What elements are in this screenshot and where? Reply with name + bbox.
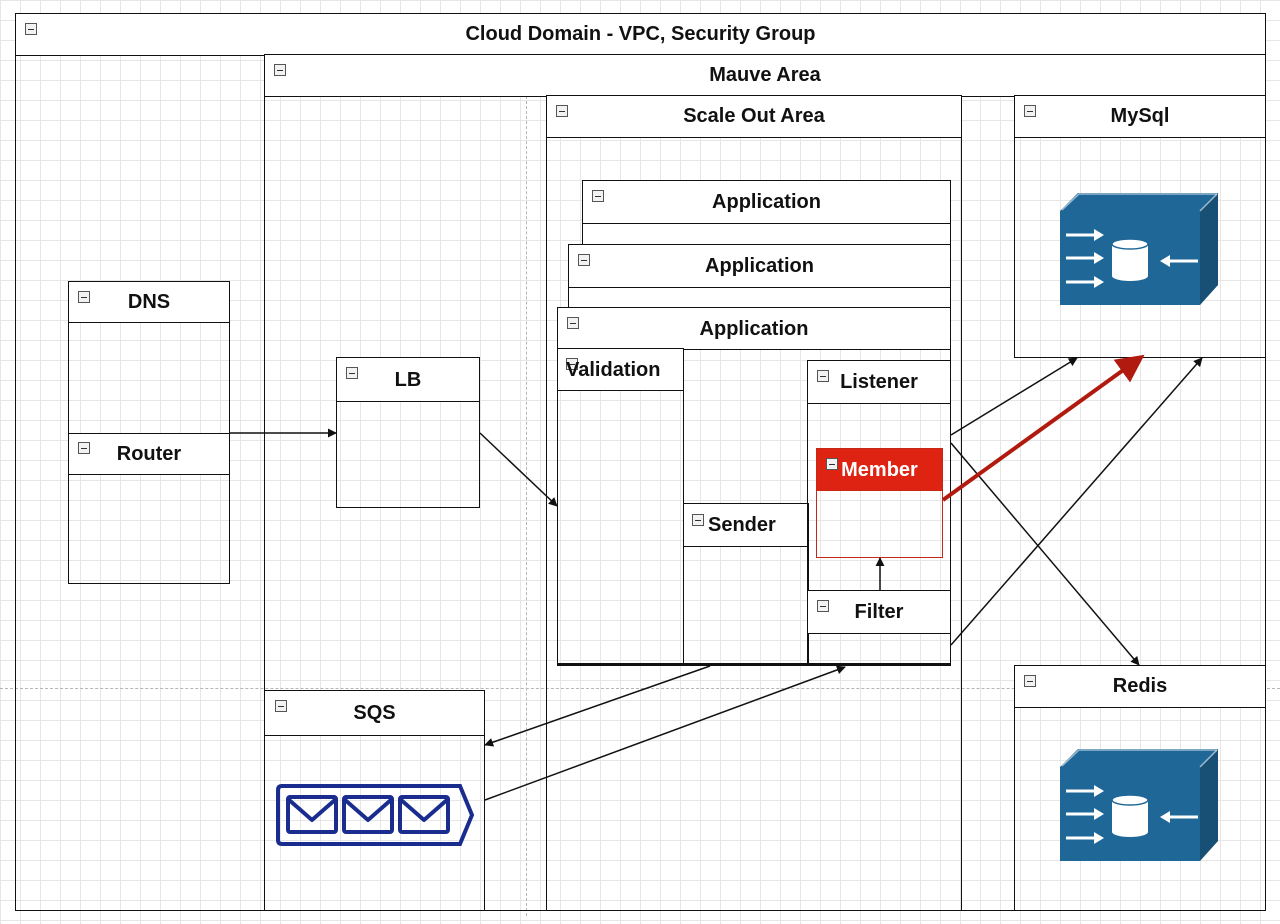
sqs-queue-icon xyxy=(276,784,475,846)
lb-container[interactable]: LB xyxy=(336,357,480,508)
lb-title: LB xyxy=(394,369,422,391)
arrow-sqs-to-application xyxy=(484,665,846,801)
horizontal-guide-line xyxy=(0,688,1280,689)
collapse-icon[interactable] xyxy=(1024,675,1036,687)
arrow-filter-to-mysql xyxy=(950,357,1203,646)
arrow-member-to-mysql xyxy=(941,354,1145,502)
arrow-listener-to-mysql xyxy=(950,357,1078,436)
collapse-icon[interactable] xyxy=(1024,105,1036,117)
collapse-icon[interactable] xyxy=(346,367,358,379)
application-middle-header: Application xyxy=(569,245,950,288)
member-container[interactable]: Member xyxy=(816,448,943,558)
dns-title: DNS xyxy=(127,291,171,313)
sender-container[interactable]: Sender xyxy=(683,503,809,666)
arrow-lb-to-application xyxy=(479,432,558,507)
collapse-icon[interactable] xyxy=(78,442,90,454)
application-back-title: Application xyxy=(712,191,821,213)
dns-header: DNS xyxy=(69,282,229,323)
filter-header: Filter xyxy=(808,591,950,634)
collapse-icon[interactable] xyxy=(578,254,590,266)
sqs-container[interactable]: SQS xyxy=(264,690,485,911)
listener-header: Listener xyxy=(808,361,950,404)
redis-database-icon xyxy=(1060,749,1218,861)
application-back-header: Application xyxy=(583,181,950,224)
member-header: Member xyxy=(817,449,942,491)
sender-title: Sender xyxy=(708,514,776,536)
collapse-icon[interactable] xyxy=(817,600,829,612)
scale-out-area-container[interactable]: Scale Out Area xyxy=(546,95,962,911)
collapse-icon[interactable] xyxy=(567,317,579,329)
application-front-header: Application xyxy=(558,308,950,350)
scale-out-area-header: Scale Out Area xyxy=(547,96,961,138)
application-front-title: Application xyxy=(699,318,809,340)
collapse-icon[interactable] xyxy=(817,370,829,382)
scale-out-area-title: Scale Out Area xyxy=(683,105,825,127)
dns-container[interactable]: DNS xyxy=(68,281,230,584)
collapse-icon[interactable] xyxy=(556,105,568,117)
collapse-icon[interactable] xyxy=(274,64,286,76)
arrow-listener-to-redis xyxy=(950,442,1140,666)
member-title: Member xyxy=(841,459,918,481)
mysql-header: MySql xyxy=(1015,96,1265,138)
filter-container[interactable]: Filter xyxy=(807,590,951,666)
arrow-application-to-sqs xyxy=(484,665,711,747)
redis-header: Redis xyxy=(1015,666,1265,708)
validation-title: Validation xyxy=(566,359,661,381)
router-container[interactable]: Router xyxy=(68,433,230,584)
redis-title: Redis xyxy=(1112,675,1168,697)
collapse-icon[interactable] xyxy=(78,291,90,303)
application-middle-container[interactable]: Application xyxy=(568,244,951,314)
router-header: Router xyxy=(69,434,229,475)
lb-header: LB xyxy=(337,358,479,402)
redis-container[interactable]: Redis xyxy=(1014,665,1266,911)
cloud-domain-title: Cloud Domain - VPC, Security Group xyxy=(465,23,816,45)
sqs-title: SQS xyxy=(353,702,396,724)
sqs-header: SQS xyxy=(265,691,484,736)
filter-title: Filter xyxy=(854,601,904,623)
collapse-icon[interactable] xyxy=(566,358,578,370)
sender-header: Sender xyxy=(684,504,808,547)
validation-header: Validation xyxy=(558,349,683,391)
listener-title: Listener xyxy=(840,371,918,393)
vertical-guide-line xyxy=(526,96,527,916)
mysql-title: MySql xyxy=(1110,105,1170,127)
collapse-icon[interactable] xyxy=(826,458,838,470)
mysql-database-icon xyxy=(1060,193,1218,305)
listener-container[interactable]: Listener xyxy=(807,360,951,666)
collapse-icon[interactable] xyxy=(592,190,604,202)
collapse-icon[interactable] xyxy=(692,514,704,526)
router-title: Router xyxy=(116,443,182,465)
collapse-icon[interactable] xyxy=(25,23,37,35)
collapse-icon[interactable] xyxy=(275,700,287,712)
mauve-area-title: Mauve Area xyxy=(709,64,821,86)
application-middle-title: Application xyxy=(705,255,814,277)
application-front-container[interactable]: Application xyxy=(557,307,951,666)
